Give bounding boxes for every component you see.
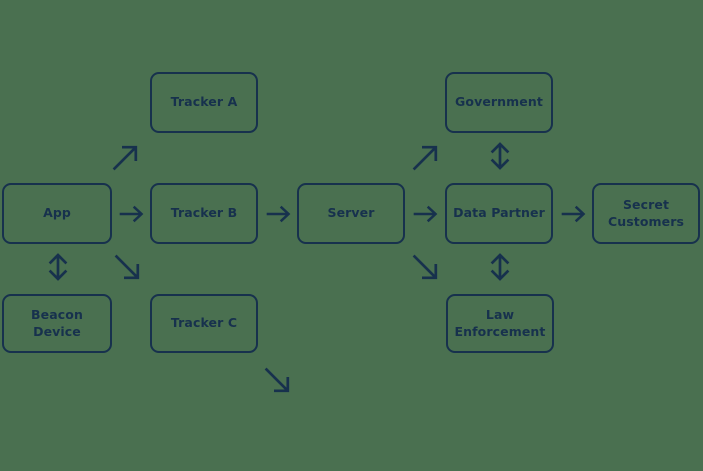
node-label-data-partner: Data Partner [453, 205, 545, 221]
node-label-beacon-device: Beacon Device [31, 306, 83, 339]
node-server[interactable]: Server [297, 183, 405, 244]
node-label-server: Server [327, 205, 375, 221]
node-label-secret-customers: Secret Customers [607, 196, 685, 229]
node-label-tracker-b: Tracker B [170, 205, 238, 221]
node-label-app: App [43, 205, 71, 221]
node-tracker-c[interactable]: Tracker C [150, 294, 258, 353]
arrow-server-to-law-enforcement [410, 252, 440, 282]
node-beacon-device[interactable]: Beacon Device [2, 294, 112, 353]
node-government[interactable]: Government [445, 72, 553, 133]
arrow-app-to-tracker-c [112, 252, 142, 282]
node-label-government: Government [455, 94, 543, 110]
node-label-tracker-c: Tracker C [170, 315, 238, 331]
node-tracker-b[interactable]: Tracker B [150, 183, 258, 244]
node-label-tracker-a: Tracker A [170, 94, 238, 110]
arrow-server-to-data-partner [412, 200, 440, 228]
arrow-app-to-tracker-b [118, 200, 146, 228]
node-label-law-enforcement: Law Enforcement [454, 306, 546, 339]
arrow-data-partner-law-enforcement-bidirectional [485, 252, 515, 282]
arrow-tracker-c-outflow [262, 365, 292, 395]
node-tracker-a[interactable]: Tracker A [150, 72, 258, 133]
arrow-app-to-tracker-a [110, 143, 140, 173]
arrow-app-beacon-device-bidirectional [43, 252, 73, 282]
arrow-data-partner-government-bidirectional [485, 141, 515, 171]
arrow-tracker-b-to-server [265, 200, 293, 228]
node-data-partner[interactable]: Data Partner [445, 183, 553, 244]
node-app[interactable]: App [2, 183, 112, 244]
node-secret-customers[interactable]: Secret Customers [592, 183, 700, 244]
arrow-server-to-government [410, 143, 440, 173]
node-law-enforcement[interactable]: Law Enforcement [446, 294, 554, 353]
arrow-data-partner-to-secret-customers [560, 200, 588, 228]
